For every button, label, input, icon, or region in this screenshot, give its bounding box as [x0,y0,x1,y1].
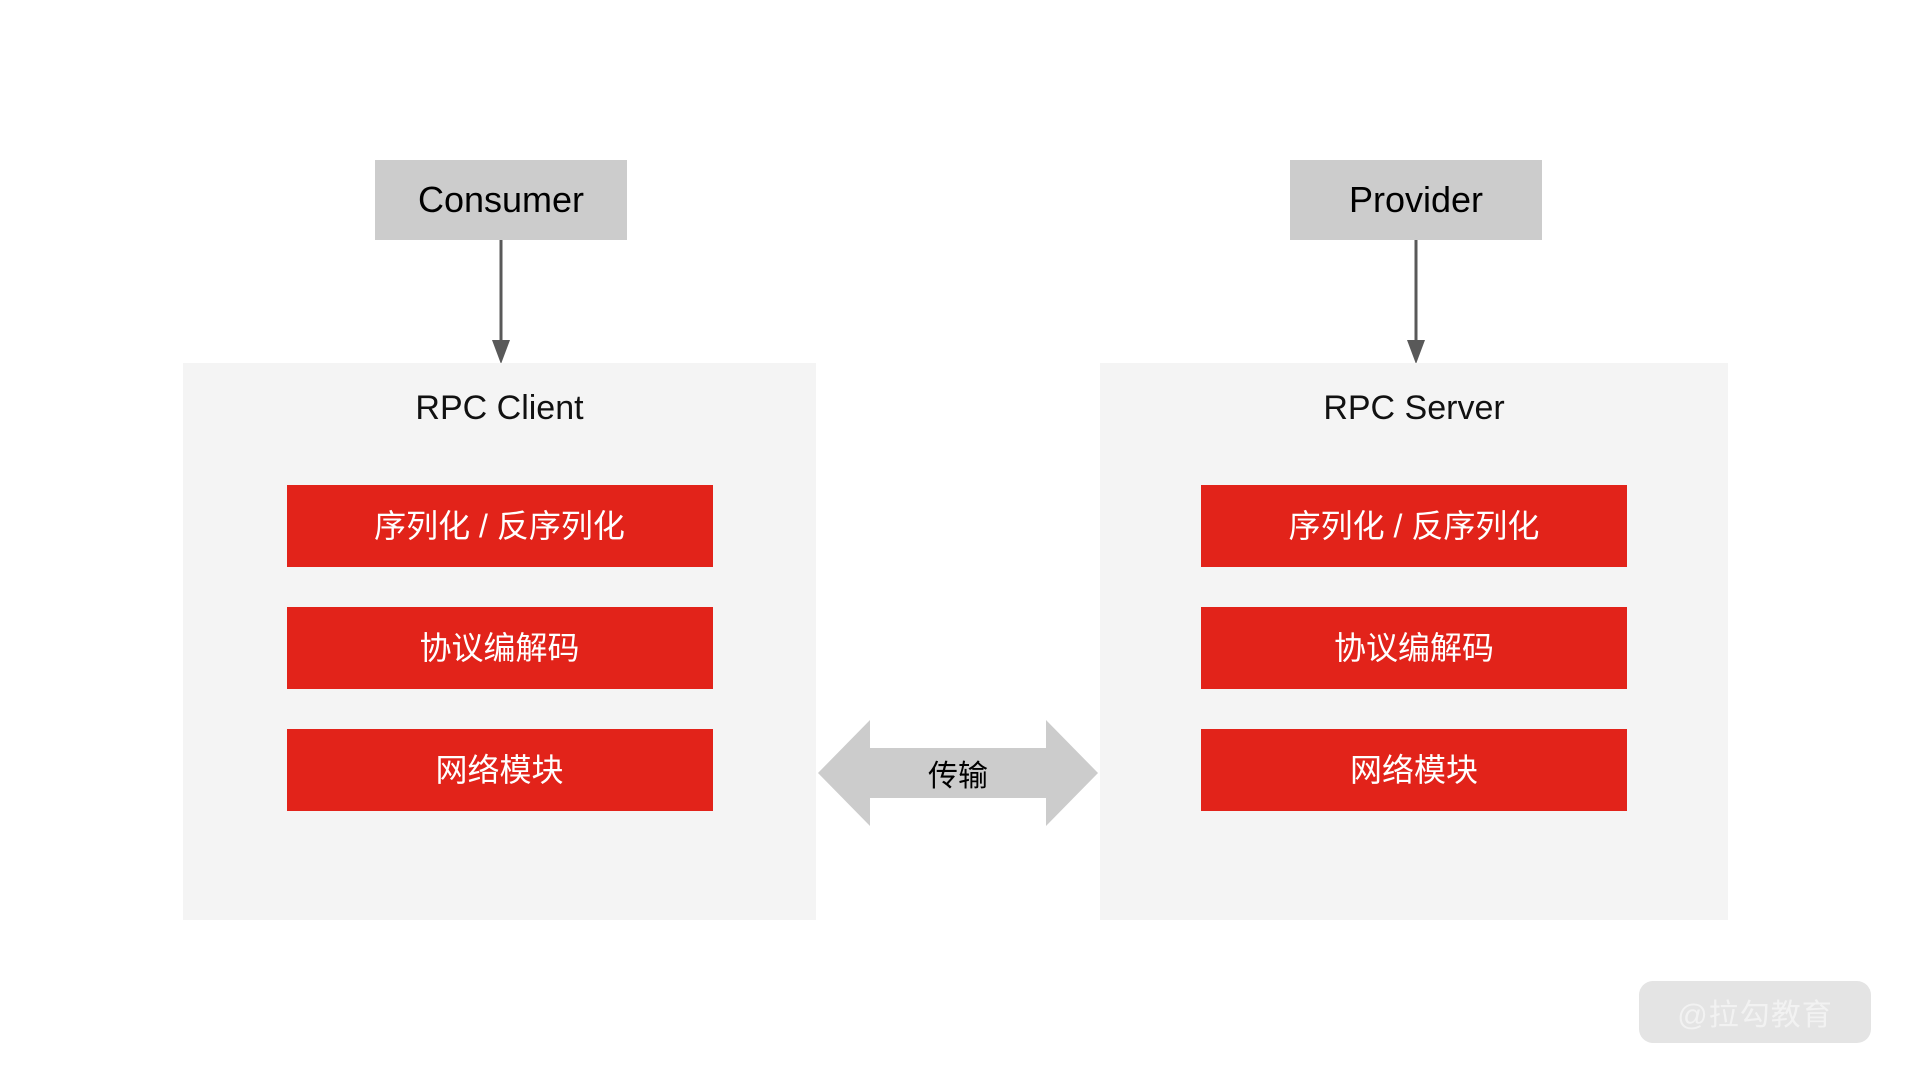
actor-box-provider: Provider [1290,160,1542,240]
module-label-protocol-codec-client: 协议编解码 [419,630,580,666]
module-box-network-client: 网络模块 [286,729,713,811]
watermark-badge: @拉勾教育 [1639,981,1871,1043]
actor-label-consumer: Consumer [417,179,585,220]
module-label-network-client: 网络模块 [435,752,564,788]
transport-double-arrow: 传输 [818,718,1098,828]
module-box-serialization-client: 序列化 / 反序列化 [286,485,713,567]
panel-rpc-server: RPC Server 序列化 / 反序列化 协议编解码 网络模块 [1100,363,1728,920]
actor-box-consumer: Consumer [375,160,627,240]
module-label-serialization-server: 序列化 / 反序列化 [1288,508,1540,544]
actor-label-provider: Provider [1348,179,1484,220]
double-arrow-icon [818,720,1098,826]
module-list-server: 序列化 / 反序列化 协议编解码 网络模块 [1100,485,1728,811]
module-label-serialization-client: 序列化 / 反序列化 [374,508,625,544]
watermark-text: @拉勾教育 [1677,999,1833,1032]
panel-title-rpc-server: RPC Server [1323,389,1505,427]
module-label-protocol-codec-server: 协议编解码 [1333,630,1494,666]
connector-arrow-provider-to-server [1404,240,1428,366]
panel-rpc-client: RPC Client 序列化 / 反序列化 协议编解码 网络模块 [183,363,816,920]
module-list-client: 序列化 / 反序列化 协议编解码 网络模块 [183,485,816,811]
module-box-serialization-server: 序列化 / 反序列化 [1201,485,1627,567]
module-box-protocol-codec-client: 协议编解码 [286,607,713,689]
module-label-network-server: 网络模块 [1349,752,1478,788]
module-box-protocol-codec-server: 协议编解码 [1201,607,1627,689]
panel-title-rpc-client: RPC Client [415,389,584,427]
connector-arrow-consumer-to-client [489,240,513,366]
module-box-network-server: 网络模块 [1201,729,1627,811]
